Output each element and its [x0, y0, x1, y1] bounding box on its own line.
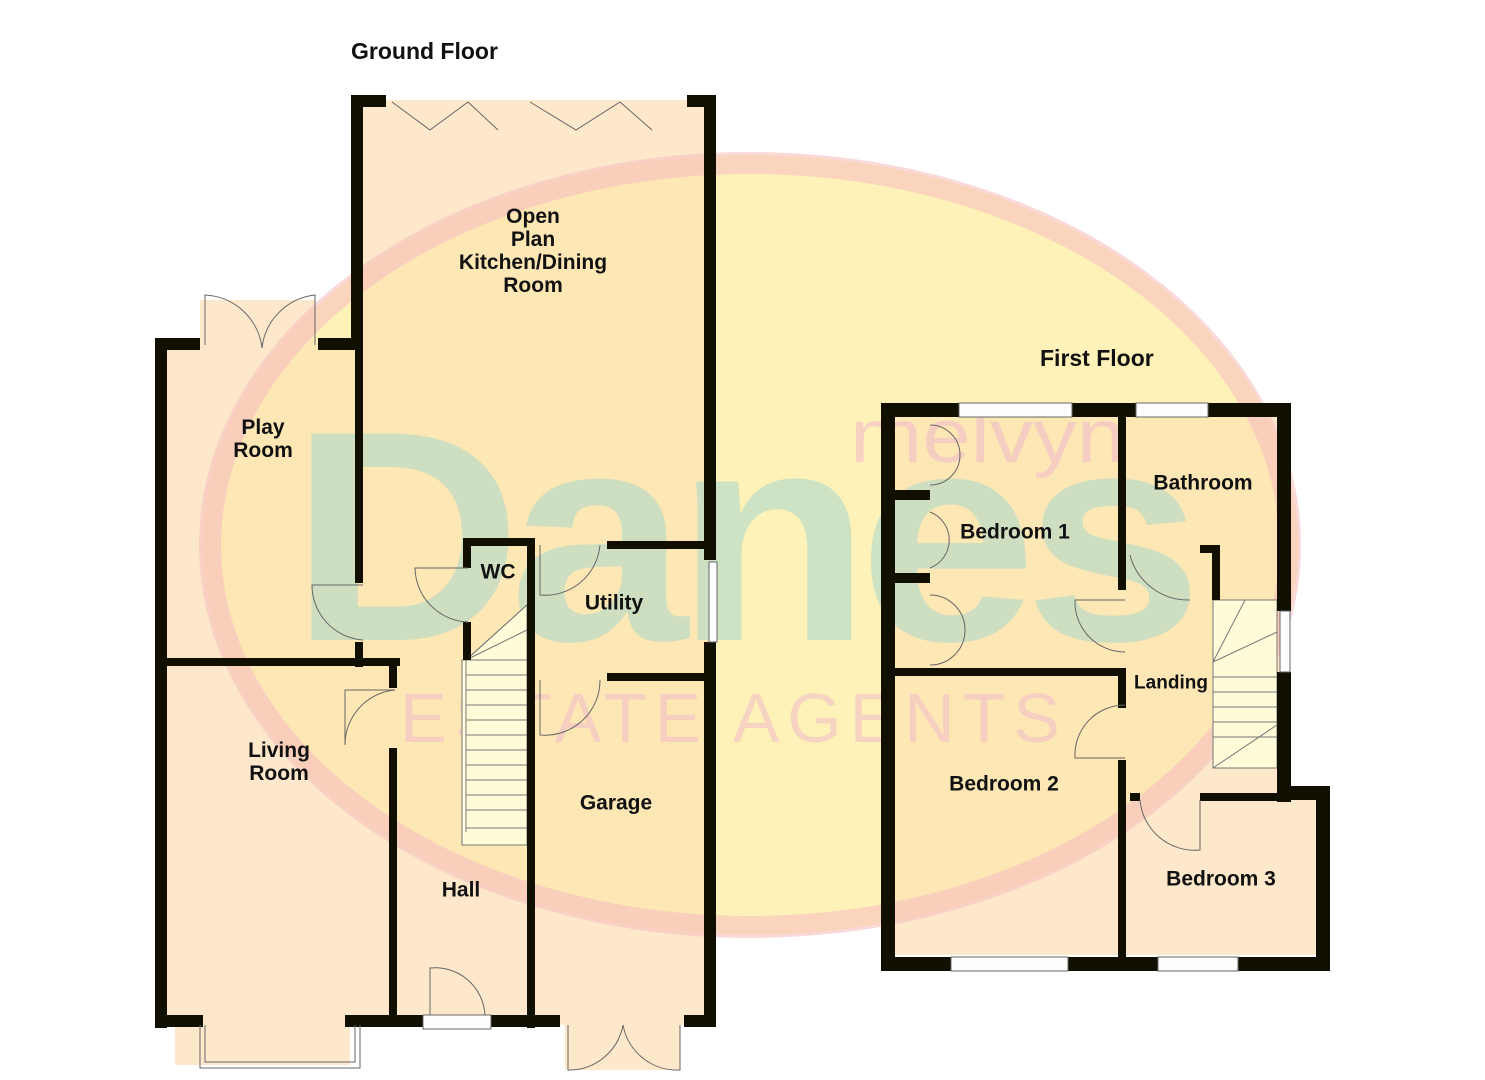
first-stairs[interactable]	[1212, 599, 1278, 769]
room-play-room[interactable]: Play Room	[233, 416, 293, 462]
first-floor-title: First Floor	[1040, 345, 1154, 371]
room-bathroom[interactable]: Bathroom	[1153, 471, 1253, 495]
room-landing[interactable]: Landing	[1134, 672, 1208, 694]
room-living-room[interactable]: Living Room	[248, 739, 310, 785]
room-kitchen-dining[interactable]: Open Plan Kitchen/Dining Room	[458, 205, 608, 297]
watermark-danes: Danes	[290, 368, 1202, 704]
first-floor-openings	[929, 402, 1291, 972]
room-bedroom-3[interactable]: Bedroom 3	[1166, 867, 1276, 891]
room-hall[interactable]: Hall	[441, 878, 481, 902]
ground-stairs[interactable]	[461, 603, 528, 846]
bay-window-fill	[175, 1025, 350, 1065]
first-floor-walls	[881, 403, 1330, 971]
ground-floor-openings	[199, 101, 718, 1071]
garage-fill	[540, 680, 710, 1025]
room-garage[interactable]: Garage	[579, 791, 653, 815]
room-wc[interactable]: WC	[480, 560, 516, 584]
ground-floor-title: Ground Floor	[351, 38, 498, 64]
room-bedroom-2[interactable]: Bedroom 2	[949, 772, 1059, 796]
ground-floor-walls	[155, 95, 716, 1028]
room-bedroom-1[interactable]: Bedroom 1	[960, 520, 1070, 544]
svg-text:Danes: Danes	[290, 368, 1190, 704]
room-utility[interactable]: Utility	[584, 591, 644, 615]
